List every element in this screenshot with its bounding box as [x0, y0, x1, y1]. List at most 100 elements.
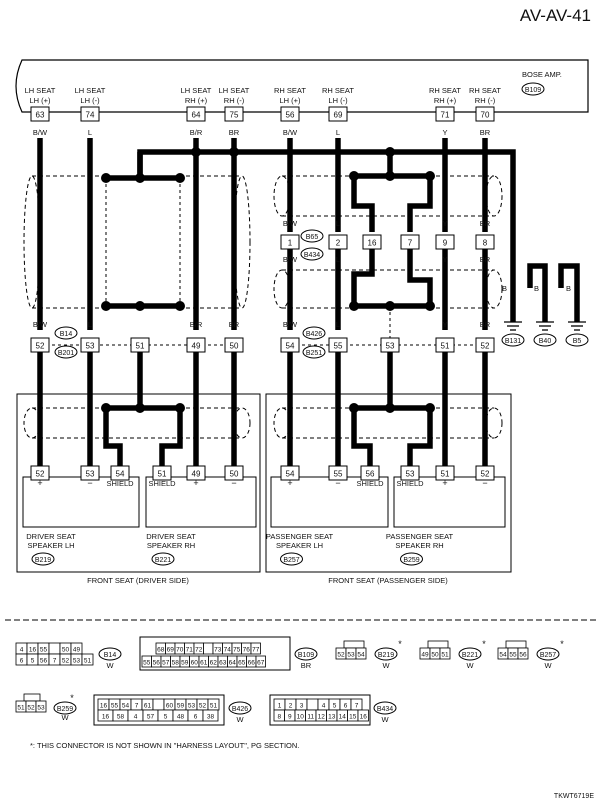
b259-cell — [35, 700, 47, 713]
small-conn-cell — [439, 647, 451, 660]
amp-pin: 64 — [192, 111, 201, 120]
speaker-pin: 56 — [366, 470, 375, 479]
amp-pin: 71 — [441, 111, 450, 120]
conn-view-id-oval — [98, 647, 122, 661]
b14-pin: 55 — [40, 647, 48, 654]
bose-amp-label: BOSE AMP. — [522, 70, 562, 79]
wire-color: B — [502, 284, 507, 293]
conn-latch — [427, 640, 449, 649]
speaker-name: PASSENGER SEAT — [266, 532, 334, 541]
mid-left-pin: 49 — [192, 342, 201, 351]
joint-connector-bottom-oval — [300, 247, 324, 261]
shield-passenger-lower-end-l — [273, 407, 291, 439]
speaker-terminal: SHIELD — [148, 479, 176, 488]
amp-terminal-sublabel: RH (+) — [185, 96, 208, 105]
b14-pin: 51 — [84, 658, 92, 665]
b426-pin: 52 — [199, 703, 207, 710]
b109-cell — [203, 642, 214, 655]
speaker-terminal: + — [37, 478, 42, 488]
amp-pin-box — [224, 106, 244, 122]
b426-cell — [152, 698, 165, 711]
conn-view-id: B219 — [378, 652, 394, 659]
b109-pin: 67 — [257, 660, 265, 667]
splice-dot — [385, 403, 395, 413]
passenger-seat-label: FRONT SEAT (PASSENGER SIDE) — [328, 576, 448, 585]
b109-pin: 63 — [219, 660, 227, 667]
conn-view-star: * — [398, 639, 402, 649]
speaker-connector-oval — [151, 552, 175, 566]
joint-pin: 7 — [408, 239, 413, 248]
b14-pin: 4 — [20, 647, 24, 654]
splice-dot — [349, 301, 359, 311]
amp-pin-box — [475, 106, 495, 122]
shield-drain — [407, 408, 433, 468]
b14-pin: 52 — [62, 658, 70, 665]
speaker-pin-box — [152, 465, 172, 481]
b426-pin: 53 — [188, 703, 196, 710]
ground-label: B40 — [539, 338, 552, 345]
b426-pin: 48 — [177, 714, 185, 721]
conn-view-id: B257 — [540, 652, 556, 659]
joint-pin: 1 — [288, 239, 293, 248]
wire-color: Y — [442, 255, 447, 264]
b426-pin: 7 — [135, 703, 139, 710]
wire-color: BR — [480, 128, 491, 137]
b426-pin: 58 — [117, 714, 125, 721]
small-conn-pin: 53 — [347, 652, 355, 659]
speaker-pin: 53 — [86, 470, 95, 479]
b14-pin: 5 — [31, 658, 35, 665]
speaker-terminal: − — [335, 478, 340, 488]
wire-color: BR — [480, 219, 491, 228]
ground-label-oval — [501, 333, 525, 347]
speaker-connector: B257 — [283, 557, 299, 564]
conn-view-color: W — [106, 661, 114, 670]
b434-pin: 7 — [355, 703, 359, 710]
wire-color: BR — [480, 320, 491, 329]
b426-pin: 57 — [147, 714, 155, 721]
shield-drain — [351, 249, 375, 306]
shield-passenger-lower-end-r — [485, 407, 503, 439]
bose-amp-connector: B109 — [525, 87, 541, 94]
speaker-pin-box — [475, 465, 495, 481]
b109-pin: 73 — [214, 647, 222, 654]
wire-color: BR — [480, 255, 491, 264]
amp-pin: 75 — [230, 111, 239, 120]
small-conn-pin: 49 — [421, 652, 429, 659]
mid-right-pin: 52 — [481, 342, 490, 351]
speaker-pin-box — [30, 465, 50, 481]
b109-pin: 74 — [224, 647, 232, 654]
conn-view-id-oval — [458, 647, 482, 661]
speaker-pin: 49 — [192, 470, 201, 479]
wire-color: L — [336, 128, 340, 137]
conn-latch — [505, 640, 527, 649]
amp-terminal-label: LH SEAT — [219, 86, 250, 95]
speaker-pin: 55 — [334, 470, 343, 479]
mid-right-connector-bottom-oval — [302, 345, 326, 359]
speaker-terminal: + — [442, 478, 447, 488]
ground-label: B131 — [505, 338, 521, 345]
page-id: AV-AV-41 — [519, 6, 591, 25]
mid-left-pin: 50 — [230, 342, 239, 351]
amp-pin: 63 — [36, 111, 45, 120]
mid-right-pin: 54 — [286, 342, 295, 351]
amp-pin-box — [30, 106, 50, 122]
b426-cell — [202, 709, 219, 722]
b434-pin: 10 — [297, 714, 305, 721]
b434-cell — [306, 698, 319, 711]
wire-color: B/R — [190, 128, 203, 137]
small-conn-pin: 54 — [499, 652, 507, 659]
conn-view-id: B259 — [57, 706, 73, 713]
small-conn-pin: 54 — [357, 652, 365, 659]
speaker-pin: 54 — [116, 470, 125, 479]
wire-color: B/W — [33, 320, 48, 329]
b14-pin: 16 — [29, 647, 37, 654]
speaker-name: PASSENGER SEAT — [386, 532, 454, 541]
speaker-pin-box — [80, 465, 100, 481]
conn-view-color: W — [236, 715, 244, 724]
speaker-pin: 52 — [481, 470, 490, 479]
conn-latch — [343, 640, 365, 649]
b109-shell — [139, 636, 291, 671]
wire-color: BR — [229, 320, 240, 329]
b109-pin: 69 — [167, 647, 175, 654]
amp-terminal-label: RH SEAT — [274, 86, 306, 95]
